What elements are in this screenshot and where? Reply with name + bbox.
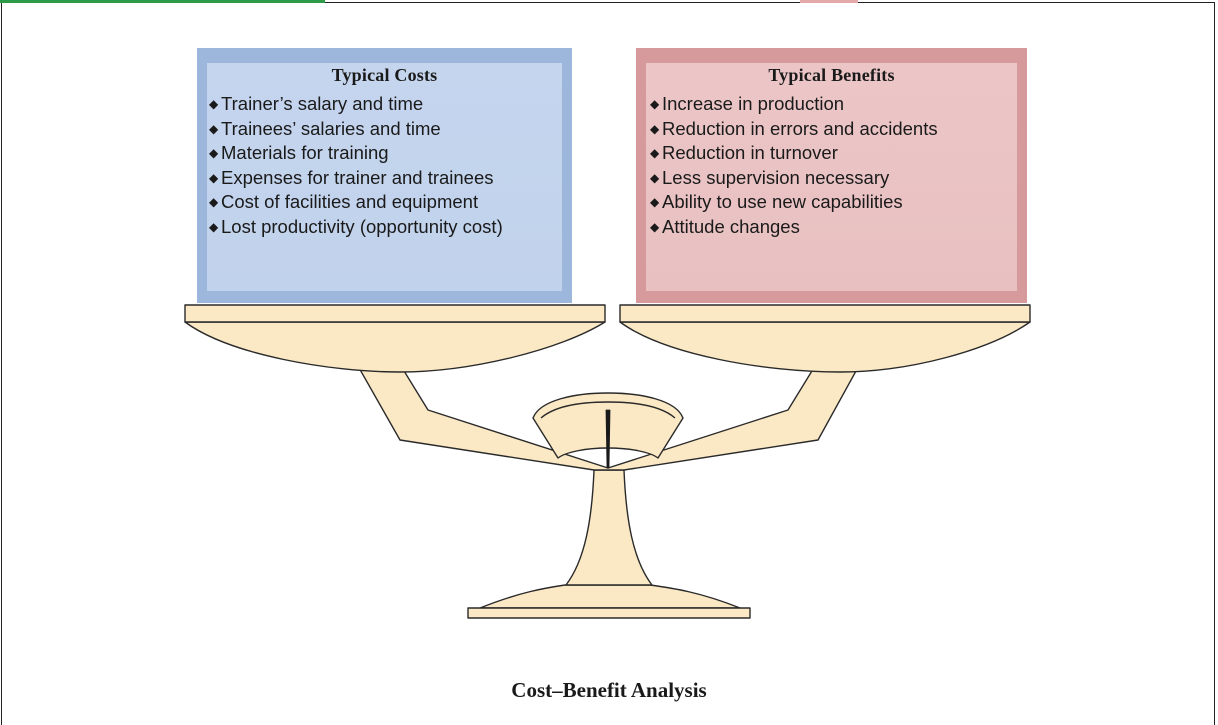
list-item: ◆Trainees’ salaries and time [207,117,562,142]
benefits-panel-inner: Typical Benefits ◆Increase in production… [646,63,1017,291]
top-accent-bar [0,0,325,3]
diamond-bullet-icon: ◆ [650,121,660,136]
scale-base [479,584,741,609]
right-pan-rim [619,304,1031,323]
diamond-bullet-icon: ◆ [209,195,219,209]
scale-dial-face [540,401,676,419]
list-item: ◆Expenses for trainer and trainees [207,166,562,191]
top-red-accent [800,0,858,3]
list-item: ◆Reduction in errors and accidents [646,117,1017,142]
list-item: ◆Trainer’s salary and time [207,92,562,117]
diamond-bullet-icon: ◆ [209,219,219,234]
diamond-bullet-icon: ◆ [650,97,660,111]
left-pan-rim [184,304,606,323]
scale-stem [565,469,653,586]
list-item: ◆Ability to use new capabilities [646,190,1017,215]
benefits-panel: Typical Benefits ◆Increase in production… [636,48,1027,303]
list-item: ◆Materials for training [207,141,562,166]
list-item: ◆Lost productivity (opportunity cost) [207,215,562,240]
diamond-bullet-icon: ◆ [650,170,660,185]
list-item: ◆Attitude changes [646,215,1017,240]
diamond-bullet-icon: ◆ [209,121,219,136]
list-item: ◆Increase in production [646,92,1017,117]
scale-needle [605,409,611,469]
benefits-title: Typical Benefits [768,65,895,85]
diamond-bullet-icon: ◆ [209,170,219,185]
left-pan [184,321,606,373]
diamond-bullet-icon: ◆ [209,97,219,111]
scale-base-plate [467,607,751,619]
costs-panel: Typical Costs ◆Trainer’s salary and time… [197,48,572,303]
benefits-list: ◆Increase in production ◆Reduction in er… [646,92,1017,239]
figure-caption: Cost–Benefit Analysis [511,678,707,702]
list-item: ◆Cost of facilities and equipment [207,190,562,215]
costs-panel-inner: Typical Costs ◆Trainer’s salary and time… [207,63,562,291]
costs-title: Typical Costs [331,65,438,85]
right-pan [619,321,1031,373]
list-item: ◆Reduction in turnover [646,141,1017,166]
diamond-bullet-icon: ◆ [650,146,660,160]
list-item: ◆Less supervision necessary [646,166,1017,191]
diamond-bullet-icon: ◆ [650,219,660,234]
costs-list: ◆Trainer’s salary and time ◆Trainees’ sa… [207,92,562,239]
diamond-bullet-icon: ◆ [209,146,219,160]
diamond-bullet-icon: ◆ [650,195,660,209]
